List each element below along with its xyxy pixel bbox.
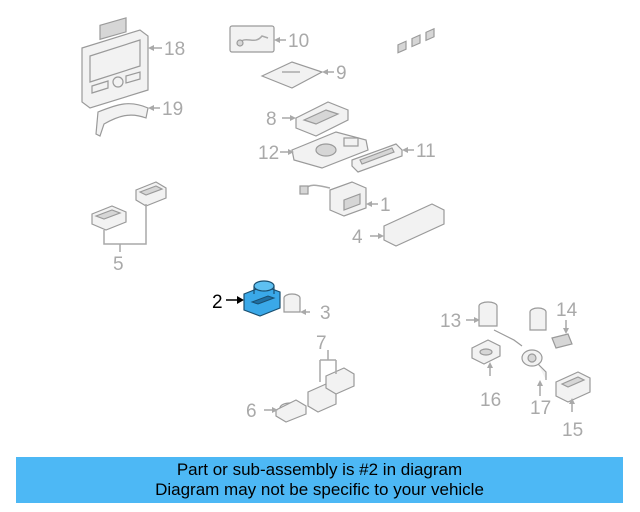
callout-1[interactable]: 1: [380, 195, 391, 216]
part-3-knob[interactable]: [283, 293, 301, 313]
part-13-sensor[interactable]: [478, 301, 523, 347]
part-16-bracket[interactable]: [471, 339, 501, 365]
part-6-knob[interactable]: [275, 399, 307, 423]
callout-4[interactable]: 4: [352, 227, 363, 248]
part-18-radio-unit[interactable]: [81, 17, 149, 109]
callout-14[interactable]: 14: [556, 300, 578, 321]
part-19-trim-panel[interactable]: [95, 103, 149, 137]
part-5-switch-pair[interactable]: [91, 181, 167, 231]
callout-7[interactable]: 7: [316, 333, 327, 354]
callout-11[interactable]: 11: [416, 141, 436, 162]
callout-17[interactable]: 17: [530, 398, 551, 419]
callout-5[interactable]: 5: [113, 254, 124, 275]
callout-12[interactable]: 12: [258, 143, 279, 164]
callout-18[interactable]: 18: [164, 39, 185, 60]
part-4-switch-panel[interactable]: [383, 27, 445, 247]
part-2-highlighted[interactable]: [243, 280, 281, 317]
callout-6[interactable]: 6: [246, 401, 257, 422]
callout-10[interactable]: 10: [288, 31, 309, 52]
part-7-switch-pair[interactable]: [307, 367, 355, 413]
callout-16[interactable]: 16: [480, 390, 501, 411]
part-15-switch[interactable]: [555, 371, 591, 403]
part-12-console-bezel[interactable]: [291, 131, 369, 169]
callout-8[interactable]: 8: [266, 109, 277, 130]
part-1-switch[interactable]: [299, 181, 367, 217]
parts-diagram: 18 10 9 19 8 12 11: [81, 17, 591, 441]
part-10-harness[interactable]: [229, 25, 275, 53]
part-17-sensor[interactable]: [521, 349, 547, 380]
callout-3[interactable]: 3: [320, 303, 331, 324]
part-11-switch-bar[interactable]: [351, 143, 403, 173]
banner-line-2: Diagram may not be specific to your vehi…: [155, 480, 484, 499]
callout-15[interactable]: 15: [562, 420, 583, 441]
info-banner: Part or sub-assembly is #2 in diagram Di…: [16, 457, 623, 503]
callout-13[interactable]: 13: [440, 311, 461, 332]
part-9-plate[interactable]: [260, 61, 324, 89]
callout-2[interactable]: 2: [212, 292, 223, 313]
part-14-sensor[interactable]: [529, 307, 573, 349]
callout-19[interactable]: 19: [162, 99, 183, 120]
part-8-switch-housing[interactable]: [295, 101, 349, 137]
banner-line-1: Part or sub-assembly is #2 in diagram: [176, 460, 463, 479]
callout-9[interactable]: 9: [336, 63, 347, 84]
